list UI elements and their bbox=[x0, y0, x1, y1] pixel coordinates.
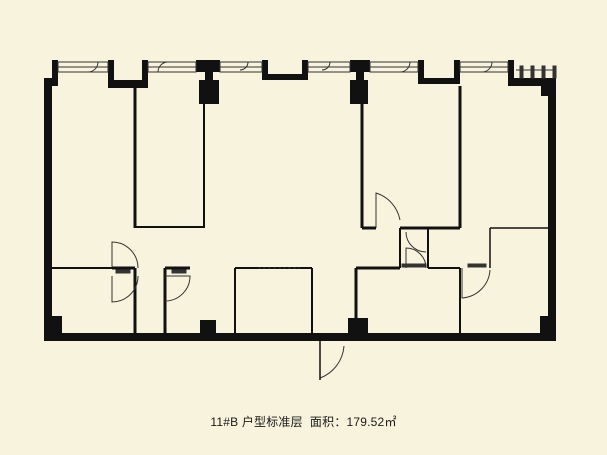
top-wall-segment bbox=[52, 60, 58, 86]
outer-walls bbox=[44, 60, 556, 341]
top-wall-segment bbox=[108, 80, 148, 88]
area-label: 面积： bbox=[309, 415, 347, 429]
column bbox=[541, 78, 556, 96]
top-wall-segment bbox=[454, 60, 460, 84]
top-wall-segment bbox=[418, 60, 424, 84]
top-wall-segment bbox=[196, 60, 220, 72]
top-wall-segment bbox=[356, 70, 364, 82]
top-wall-segment bbox=[350, 60, 370, 72]
plan-caption: 11#B 户型标准层 面积：179.52㎡ bbox=[0, 413, 607, 430]
column bbox=[350, 80, 368, 104]
bottom-wall bbox=[44, 333, 556, 341]
interior-walls bbox=[52, 86, 548, 333]
top-wall-segment bbox=[262, 74, 308, 80]
area-unit: ㎡ bbox=[384, 415, 397, 429]
top-wall-segment bbox=[44, 78, 56, 86]
door-swing bbox=[111, 241, 139, 269]
top-wall-segment bbox=[262, 60, 268, 80]
top-windows bbox=[57, 61, 557, 79]
doors bbox=[111, 192, 491, 380]
unit-type-label: 11#B 户型标准层 bbox=[210, 415, 303, 429]
column bbox=[200, 320, 216, 338]
top-wall-segment bbox=[142, 60, 148, 88]
top-wall-segment bbox=[508, 78, 556, 86]
right-wall bbox=[548, 78, 556, 341]
column bbox=[199, 80, 219, 104]
area-value: 179.52 bbox=[346, 415, 385, 429]
door-swing bbox=[461, 268, 491, 299]
column bbox=[540, 316, 556, 341]
column bbox=[348, 318, 368, 341]
top-wall-segment bbox=[205, 70, 213, 80]
top-wall-segment bbox=[302, 60, 308, 80]
column bbox=[44, 316, 62, 341]
fixtures bbox=[115, 263, 487, 274]
door-swing bbox=[164, 275, 191, 302]
door-swing bbox=[405, 231, 427, 253]
top-wall-segment bbox=[418, 78, 460, 84]
top-wall-segment bbox=[508, 60, 514, 86]
door-swing bbox=[111, 275, 139, 303]
left-wall bbox=[44, 78, 52, 341]
door-swing bbox=[375, 192, 401, 228]
entrance-door bbox=[319, 341, 345, 379]
top-wall-segment bbox=[108, 60, 114, 88]
